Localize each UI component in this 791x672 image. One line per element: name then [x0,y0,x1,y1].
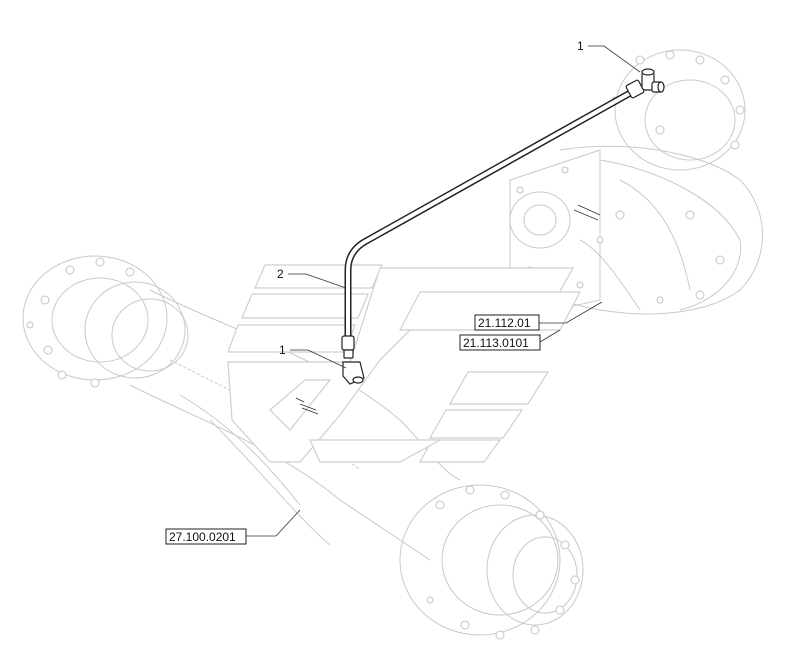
reference-27-100-0201[interactable]: 27.100.0201 [165,509,301,545]
reference-21-113-0101[interactable]: 21.113.0101 [459,329,561,351]
upper-elbow-fitting[interactable] [625,68,665,99]
callout-1-top[interactable]: 1 [577,39,641,73]
callout-label: 1 [577,39,584,53]
axle-housing-outline [22,49,763,640]
hydraulic-hose[interactable] [344,88,636,349]
lower-elbow-fitting[interactable] [341,335,365,385]
reference-label: 27.100.0201 [169,530,236,544]
reference-21-112-01[interactable]: 21.112.01 [474,301,603,331]
reference-label: 21.113.0101 [463,336,529,350]
callout-1-bottom[interactable]: 1 [279,343,347,369]
callout-label: 2 [277,267,284,281]
callout-2[interactable]: 2 [277,267,347,289]
watermark-logo [227,264,581,463]
callout-label: 1 [279,343,286,357]
reference-label: 21.112.01 [478,316,531,330]
detail-marks [295,204,601,415]
